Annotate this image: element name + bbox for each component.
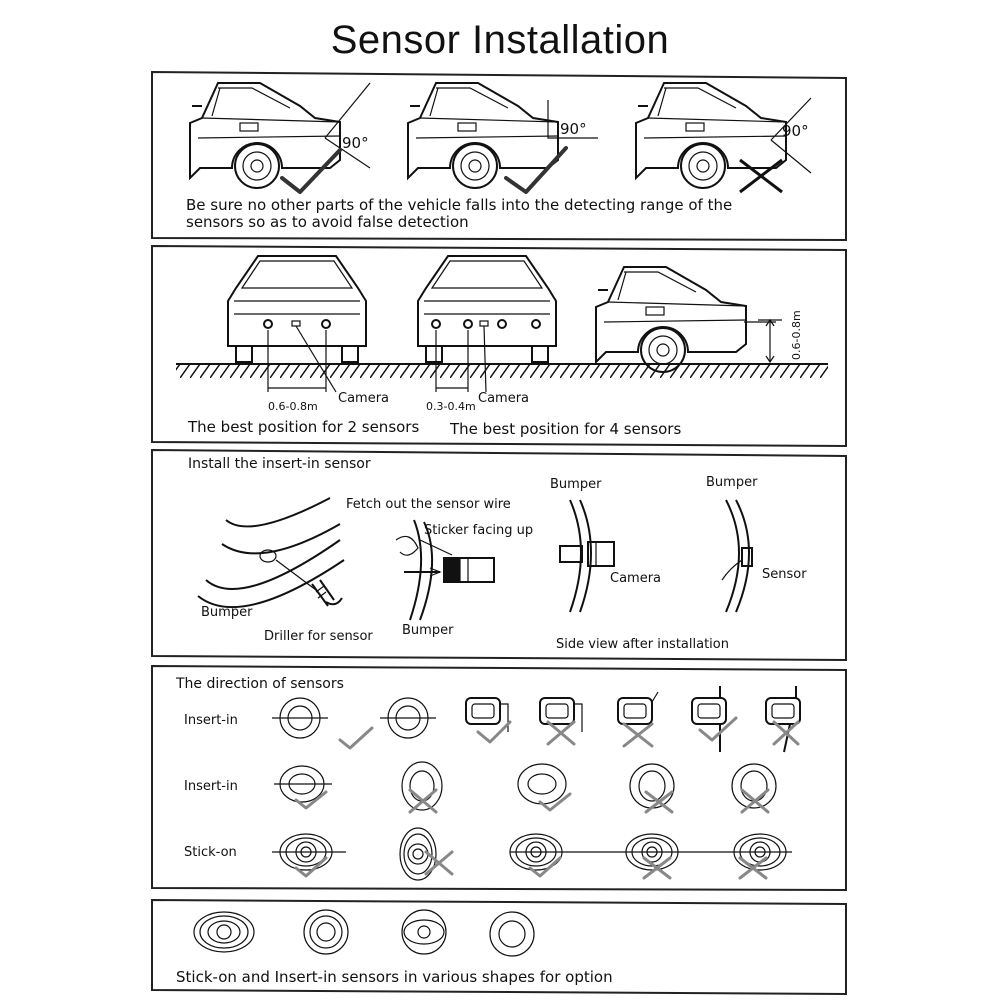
sticker-label: Sticker facing up [424, 523, 533, 538]
row3-sensors [272, 827, 792, 881]
car-rear-2-sensors [227, 255, 367, 363]
car-rear-4-sensors [417, 255, 557, 363]
camera-label-1: Camera [338, 391, 389, 406]
bumper-cam-label: Bumper [550, 477, 602, 492]
dim-2-sensors: 0.6-0.8m [268, 400, 318, 413]
panel-detecting-range: 90° 90° 90° Be sure no other parts of th… [151, 70, 847, 242]
angle-label-2: 90° [560, 120, 587, 138]
bumper-drill-illustration [197, 497, 345, 609]
car-side-incorrect [635, 82, 812, 194]
bumper-sensor-label: Bumper [706, 475, 758, 490]
side-view-label: Side view after installation [556, 637, 729, 652]
page-title: Sensor Installation [330, 18, 670, 62]
fetch-wire-illustration [395, 519, 495, 621]
caption-line-2: sensors so as to avoid false detection [186, 213, 469, 231]
panel-shapes: Stick-on and Insert-in sensors in variou… [151, 898, 847, 996]
car-side-height [595, 266, 776, 373]
car-side-correct-2 [407, 82, 598, 194]
panel-direction: The direction of sensors Insert-in Inser… [151, 664, 847, 892]
ground-hatch [176, 364, 828, 378]
car-side-correct-1 [189, 82, 371, 194]
row2-sensors [274, 761, 777, 814]
panel-insert-in: Install the insert-in sensor Bumper Dril… [151, 448, 847, 662]
camera-label: Camera [610, 571, 661, 586]
panel5-caption: Stick-on and Insert-in sensors in variou… [176, 968, 613, 986]
shape-round-2 [401, 909, 447, 955]
sensor-label: Sensor [762, 567, 807, 582]
dim-4-sensors: 0.3-0.4m [426, 400, 476, 413]
camera-label-2: Camera [478, 391, 529, 406]
panel4-heading: The direction of sensors [175, 676, 344, 692]
shape-round-1 [303, 909, 349, 955]
sensor-side-illustration [721, 499, 753, 613]
row-label-2: Insert-in [184, 779, 238, 794]
driller-label: Driller for sensor [264, 629, 373, 644]
angle-label-1: 90° [342, 134, 369, 152]
bumper-mid-label: Bumper [402, 623, 454, 638]
bumper-left-label: Bumper [201, 605, 253, 620]
camera-side-illustration [559, 499, 615, 613]
panel-best-position: 0.6-0.8m Camera 0.3-0.4m Camera 0.6-0.8m… [151, 244, 847, 448]
shape-stick-on [193, 911, 255, 953]
fetch-wire-label: Fetch out the sensor wire [346, 497, 511, 512]
caption-line-1: Be sure no other parts of the vehicle fa… [186, 196, 732, 214]
angle-label-3: 90° [782, 122, 809, 140]
caption-2-sensors: The best position for 2 sensors [187, 418, 419, 436]
panel3-heading: Install the insert-in sensor [188, 456, 371, 472]
shape-round-3 [489, 911, 535, 957]
row-label-1: Insert-in [184, 713, 238, 728]
row-label-3: Stick-on [184, 845, 237, 860]
caption-4-sensors: The best position for 4 sensors [449, 420, 681, 438]
height-dim: 0.6-0.8m [790, 310, 803, 360]
row1-sensors [272, 686, 801, 753]
